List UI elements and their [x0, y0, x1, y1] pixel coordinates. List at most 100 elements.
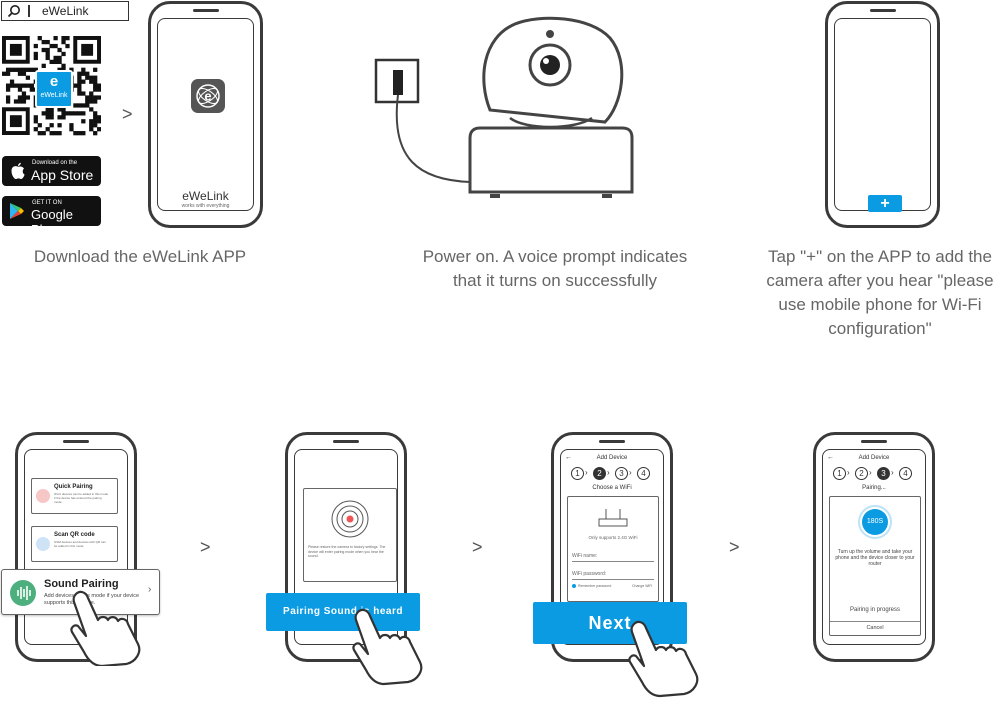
camera-illustration — [374, 16, 634, 198]
camera-base — [468, 126, 634, 198]
app-search-box[interactable]: eWeLink — [1, 1, 129, 21]
quick-pairing-icon — [36, 489, 50, 503]
wifi-name-label: WiFi name: — [572, 553, 598, 559]
phone-pairing-progress: ← Add Device 1 › 2 › 3 › 4 Pairing... 18… — [813, 432, 935, 662]
app-store-badge[interactable]: Download on the App Store — [2, 156, 101, 186]
wifi-note: Only supports 2.4G WiFi — [588, 535, 638, 540]
arrow-3: > — [472, 537, 483, 557]
caption-step-2: Power on. A voice prompt indicates that … — [400, 245, 710, 293]
sound-pairing-title: Sound Pairing — [44, 578, 119, 590]
app-store-small-text: Download on the — [32, 160, 78, 166]
quick-pairing-card[interactable]: Quick Pairing Wi-Fi devices can be added… — [31, 478, 118, 514]
step-1: 1 — [571, 467, 584, 480]
phone-notch — [333, 440, 359, 443]
back-arrow-icon[interactable]: ← — [565, 454, 572, 461]
step-separator: › — [585, 468, 588, 477]
qr-logo-letter: e — [49, 73, 59, 90]
caption-step-3-line-4: configuration" — [828, 319, 932, 338]
phone-screen: ← Add Device 1 › 2 › 3 › 4 Pairing... 18… — [822, 449, 926, 645]
step-separator: › — [847, 468, 850, 477]
step-3: 3 — [877, 467, 890, 480]
scan-qr-card[interactable]: Scan QR code GSM devices and devices wit… — [31, 526, 118, 562]
page-title: Add Device — [858, 455, 890, 461]
step-indicator: 1 › 2 › 3 › 4 — [571, 467, 667, 480]
phone-notch — [63, 440, 89, 443]
scan-qr-icon — [36, 537, 50, 551]
arrow-4: > — [729, 537, 740, 557]
google-play-icon — [10, 203, 24, 219]
step-4: 4 — [637, 467, 650, 480]
wifi-name-field[interactable] — [572, 561, 654, 562]
caption-step-3-line-1: Tap "+" on the APP to add the — [768, 247, 992, 266]
step-separator: › — [607, 468, 610, 477]
back-arrow-icon[interactable]: ← — [827, 454, 834, 461]
remember-label: Remember password — [578, 584, 612, 588]
wifi-password-label: WiFi password: — [572, 571, 607, 577]
phone-notch — [192, 9, 219, 12]
caption-step-2-line-2: that it turns on successfully — [452, 271, 658, 290]
phone-tagline: works with everything — [181, 203, 230, 209]
cancel-button[interactable]: Cancel — [866, 625, 884, 631]
phone-notch — [599, 440, 625, 443]
phone-screen: e eWeLink works with everything — [157, 18, 254, 211]
sound-pairing-desc: Add devices in this mode if your device … — [44, 593, 140, 606]
scan-qr-desc: GSM devices and devices with QR can be a… — [54, 540, 106, 548]
chevron-right-icon: › — [148, 584, 152, 595]
camera-head — [482, 16, 624, 129]
progress-panel: 180S Turn up the volume and take your ph… — [829, 496, 921, 636]
sound-pairing-icon — [10, 580, 36, 606]
sound-instructions: Please restore the camera to factory set… — [308, 545, 386, 558]
next-button[interactable]: Next — [533, 602, 687, 644]
step-2: 2 — [593, 467, 606, 480]
pairing-message: Turn up the volume and take your phone a… — [835, 549, 915, 567]
timer-ring: 180S — [858, 505, 892, 539]
svg-text:e: e — [204, 89, 211, 104]
caption-step-2-line-1: Power on. A voice prompt indicates — [422, 247, 688, 266]
step-separator: › — [629, 468, 632, 477]
ewelink-app-icon[interactable]: e — [191, 79, 225, 113]
apple-icon — [11, 162, 25, 179]
app-store-big-text: App Store — [31, 167, 94, 183]
plus-button[interactable]: + — [868, 195, 902, 212]
pairing-sound-heard-button[interactable]: Pairing Sound is heard — [266, 593, 420, 631]
step-indicator: 1 › 2 › 3 › 4 — [833, 467, 929, 480]
quick-pairing-title: Quick Pairing — [54, 484, 93, 490]
camera-sound-icon — [331, 500, 369, 538]
caption-step-3-line-3: use mobile phone for Wi-Fi — [778, 295, 982, 314]
phone-add-device: + — [825, 1, 940, 228]
phone-screen: + — [834, 18, 931, 212]
progress-divider — [830, 621, 920, 622]
caption-step-1: Download the eWeLink APP — [33, 247, 247, 266]
quick-pairing-desc: Wi-Fi devices can be added in this mode … — [54, 492, 109, 504]
phone-notch — [869, 9, 896, 12]
step-4: 4 — [899, 467, 912, 480]
step-separator: › — [891, 468, 894, 477]
arrow-1: > — [122, 104, 133, 124]
sound-panel: Please restore the camera to factory set… — [303, 488, 397, 582]
google-play-small-text: GET IT ON — [32, 200, 62, 206]
scan-qr-title: Scan QR code — [54, 532, 95, 538]
google-play-badge[interactable]: GET IT ON Google Play — [2, 196, 101, 237]
wifi-password-field[interactable] — [572, 579, 654, 580]
hand-pointer-icon — [628, 620, 699, 698]
progress-text: Pairing in progress — [849, 607, 901, 613]
timer-circle: 180S — [862, 509, 888, 535]
step-3: 3 — [615, 467, 628, 480]
step-2: 2 — [855, 467, 868, 480]
subtitle: Choose a WiFi — [592, 485, 632, 491]
phone-brand-text: eWeLink — [182, 189, 229, 203]
hand-pointer-icon — [352, 608, 423, 686]
remember-checkbox[interactable] — [572, 584, 576, 588]
caption-step-3-line-2: camera after you hear "please — [766, 271, 994, 290]
step-separator: › — [869, 468, 872, 477]
qr-code: e eWeLink — [2, 36, 102, 136]
phone-ewelink-app: e eWeLink works with everything — [148, 1, 263, 228]
router-icon — [598, 509, 628, 527]
step-1: 1 — [833, 467, 846, 480]
hand-pointer-icon — [70, 590, 141, 666]
change-wifi-link[interactable]: Change WiFi — [632, 584, 653, 588]
search-divider — [28, 5, 30, 17]
search-label: eWeLink — [42, 4, 89, 18]
subtitle: Pairing... — [862, 485, 886, 491]
page-title: Add Device — [596, 455, 628, 461]
